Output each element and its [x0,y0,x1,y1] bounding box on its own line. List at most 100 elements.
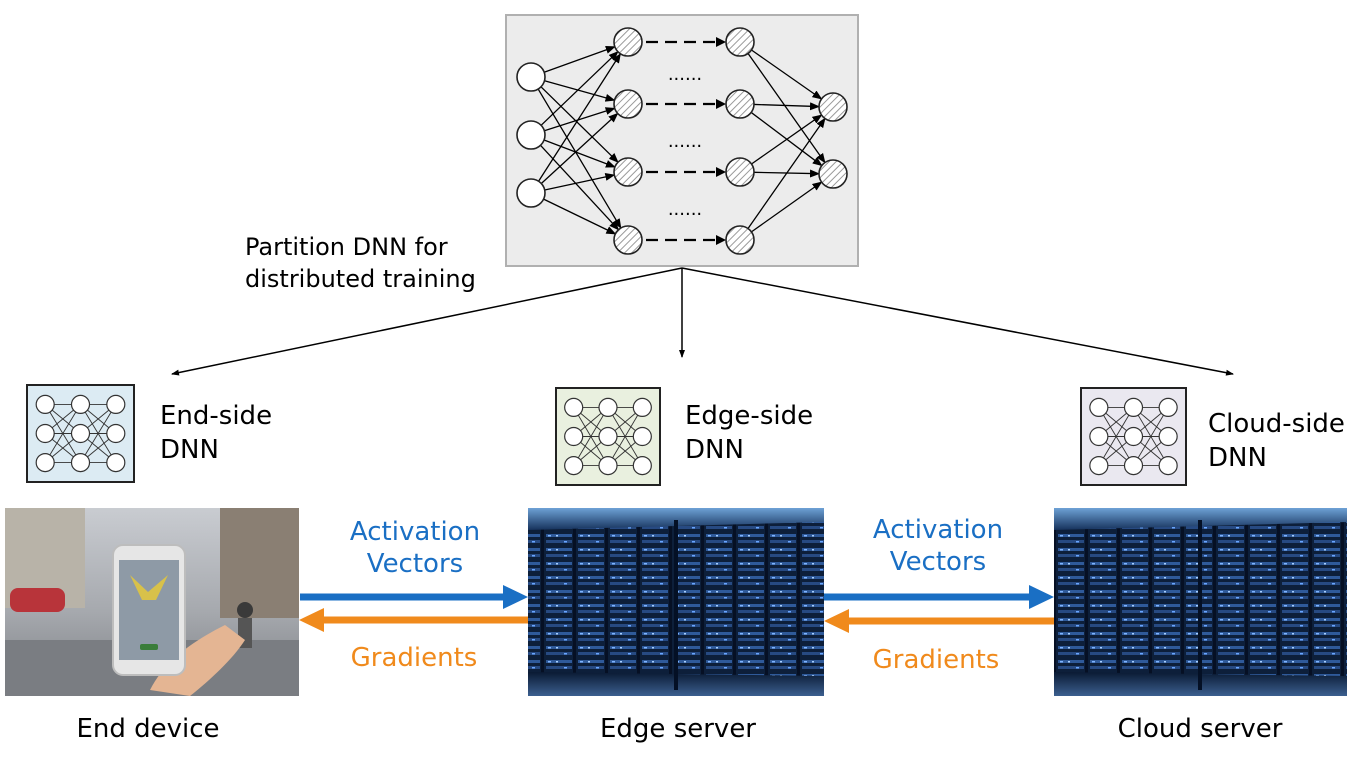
link1: Activation Vectors Gradients [299,517,528,673]
full-dnn-edge [538,52,621,182]
full-dnn-edge [753,102,821,111]
hidden-node [613,225,643,255]
full-dnn-edge [747,117,826,229]
full-dnn-edge [543,46,616,73]
hidden-node [613,157,643,187]
dnn-icon-node [70,453,91,473]
dnn-icon-node [1089,397,1109,417]
dnn-icon-edge [607,407,643,466]
full-dnn-dashed-arrowhead [716,167,726,177]
partition-arrows [171,267,1234,376]
dnn-icon-node [1158,456,1178,476]
dnn-icon-node [106,453,126,473]
end-side-dnn-label-line1: End-side [160,401,272,431]
dnn-icon-node [632,426,652,447]
full-dnn-edge [537,88,622,229]
output-node [818,92,848,122]
full-dnn-edge [751,49,823,100]
full-dnn-dashed-arrowhead [716,235,726,245]
dnn-icon-node [1158,426,1178,447]
full-dnn-edge [540,50,619,126]
dnn-icon-node [564,397,584,417]
arrow-to-cloud-dnn [681,267,1234,376]
edge-side-dnn-label-line2: DNN [685,435,744,465]
full-dnn-edge [544,80,616,102]
ellipsis-row2: ...... [668,131,702,152]
dnn-icon-node [632,456,652,476]
end-device-photo [5,508,299,696]
dnn-icon-node [106,423,126,444]
full-dnn-edge [751,181,823,233]
full-dnn-edges [537,37,826,245]
dnn-icon-edge [573,407,609,466]
dnn-icon-node [632,397,652,417]
link2-forward-arrow-head [1029,585,1054,609]
dnn-icon-node [598,426,618,447]
dnn-icon-node [35,453,55,473]
dnn-icon-node [1089,426,1109,447]
full-dnn-box: ...... ...... ...... [505,14,859,267]
hidden-node [613,27,643,57]
full-dnn-edge [751,114,823,165]
full-dnn-edge [540,144,620,231]
dnn-icon-node [564,426,584,447]
full-dnn-nodes [516,27,848,255]
full-dnn-edge [544,172,616,191]
link2-activation-line2: Vectors [890,547,986,577]
dnn-icon-node [35,394,55,414]
link2-backward-arrow-head [824,609,849,633]
dnn-icon-node [35,423,55,444]
dnn-icon-node [564,456,584,476]
dnn-icon-edge [1133,407,1169,466]
full-dnn-edge [543,198,617,235]
full-dnn-edge [747,53,826,164]
full-dnn-edge [544,107,616,132]
dnn-icon-edge [44,404,81,463]
link1-forward-arrow-head [503,585,528,609]
link2-activation-line1: Activation [873,515,1003,545]
output-node [818,159,848,189]
link1-activation-line1: Activation [350,517,480,547]
partition-label-line2: distributed training [245,265,476,293]
dnn-icon-edge [1098,407,1134,466]
input-node [516,120,546,150]
full-dnn-edge [543,139,616,168]
cloud-side-dnn-label-line1: Cloud-side [1208,409,1345,439]
ellipsis-row1: ...... [668,64,702,85]
cloud-side-dnn-icon [1080,387,1187,486]
hidden-node [725,157,755,187]
arrow-to-end-dnn [171,267,683,376]
input-node [516,178,546,208]
hidden-node [725,89,755,119]
full-dnn-dashed-arrowhead [716,37,726,47]
partition-label-line1: Partition DNN for [245,233,448,261]
hidden-node [613,89,643,119]
link2: Activation Vectors Gradients [824,515,1054,675]
end-device-label: End device [76,714,219,744]
dnn-icon-node [106,394,126,414]
full-dnn-edge [540,112,619,185]
dnn-icon-node [1089,456,1109,476]
cloud-server-label: Cloud server [1118,714,1283,744]
dnn-icon-node [1123,456,1144,476]
phone-screen [119,560,179,660]
link1-activation-line2: Vectors [367,549,463,579]
edge-server-photo [528,508,824,696]
link1-backward-arrow-head [299,608,324,632]
edge-side-dnn-icon [555,387,661,486]
cloud-side-dnn-label-line2: DNN [1208,443,1267,473]
dnn-icon-edge [80,404,117,463]
end-side-dnn-icon [26,384,135,483]
dnn-icon-node [70,423,91,444]
hidden-node [725,225,755,255]
hand-shape [150,625,245,696]
full-dnn-dashed-arrowhead [716,99,726,109]
dnn-icon-node [1123,426,1144,447]
dnn-icon-node [598,397,618,417]
dnn-icon-node [1123,397,1144,417]
ellipsis-row3: ...... [668,199,702,220]
link1-gradients-label: Gradients [351,643,478,673]
dnn-icon-node [1158,397,1178,417]
edge-side-dnn-label-line1: Edge-side [685,401,813,431]
